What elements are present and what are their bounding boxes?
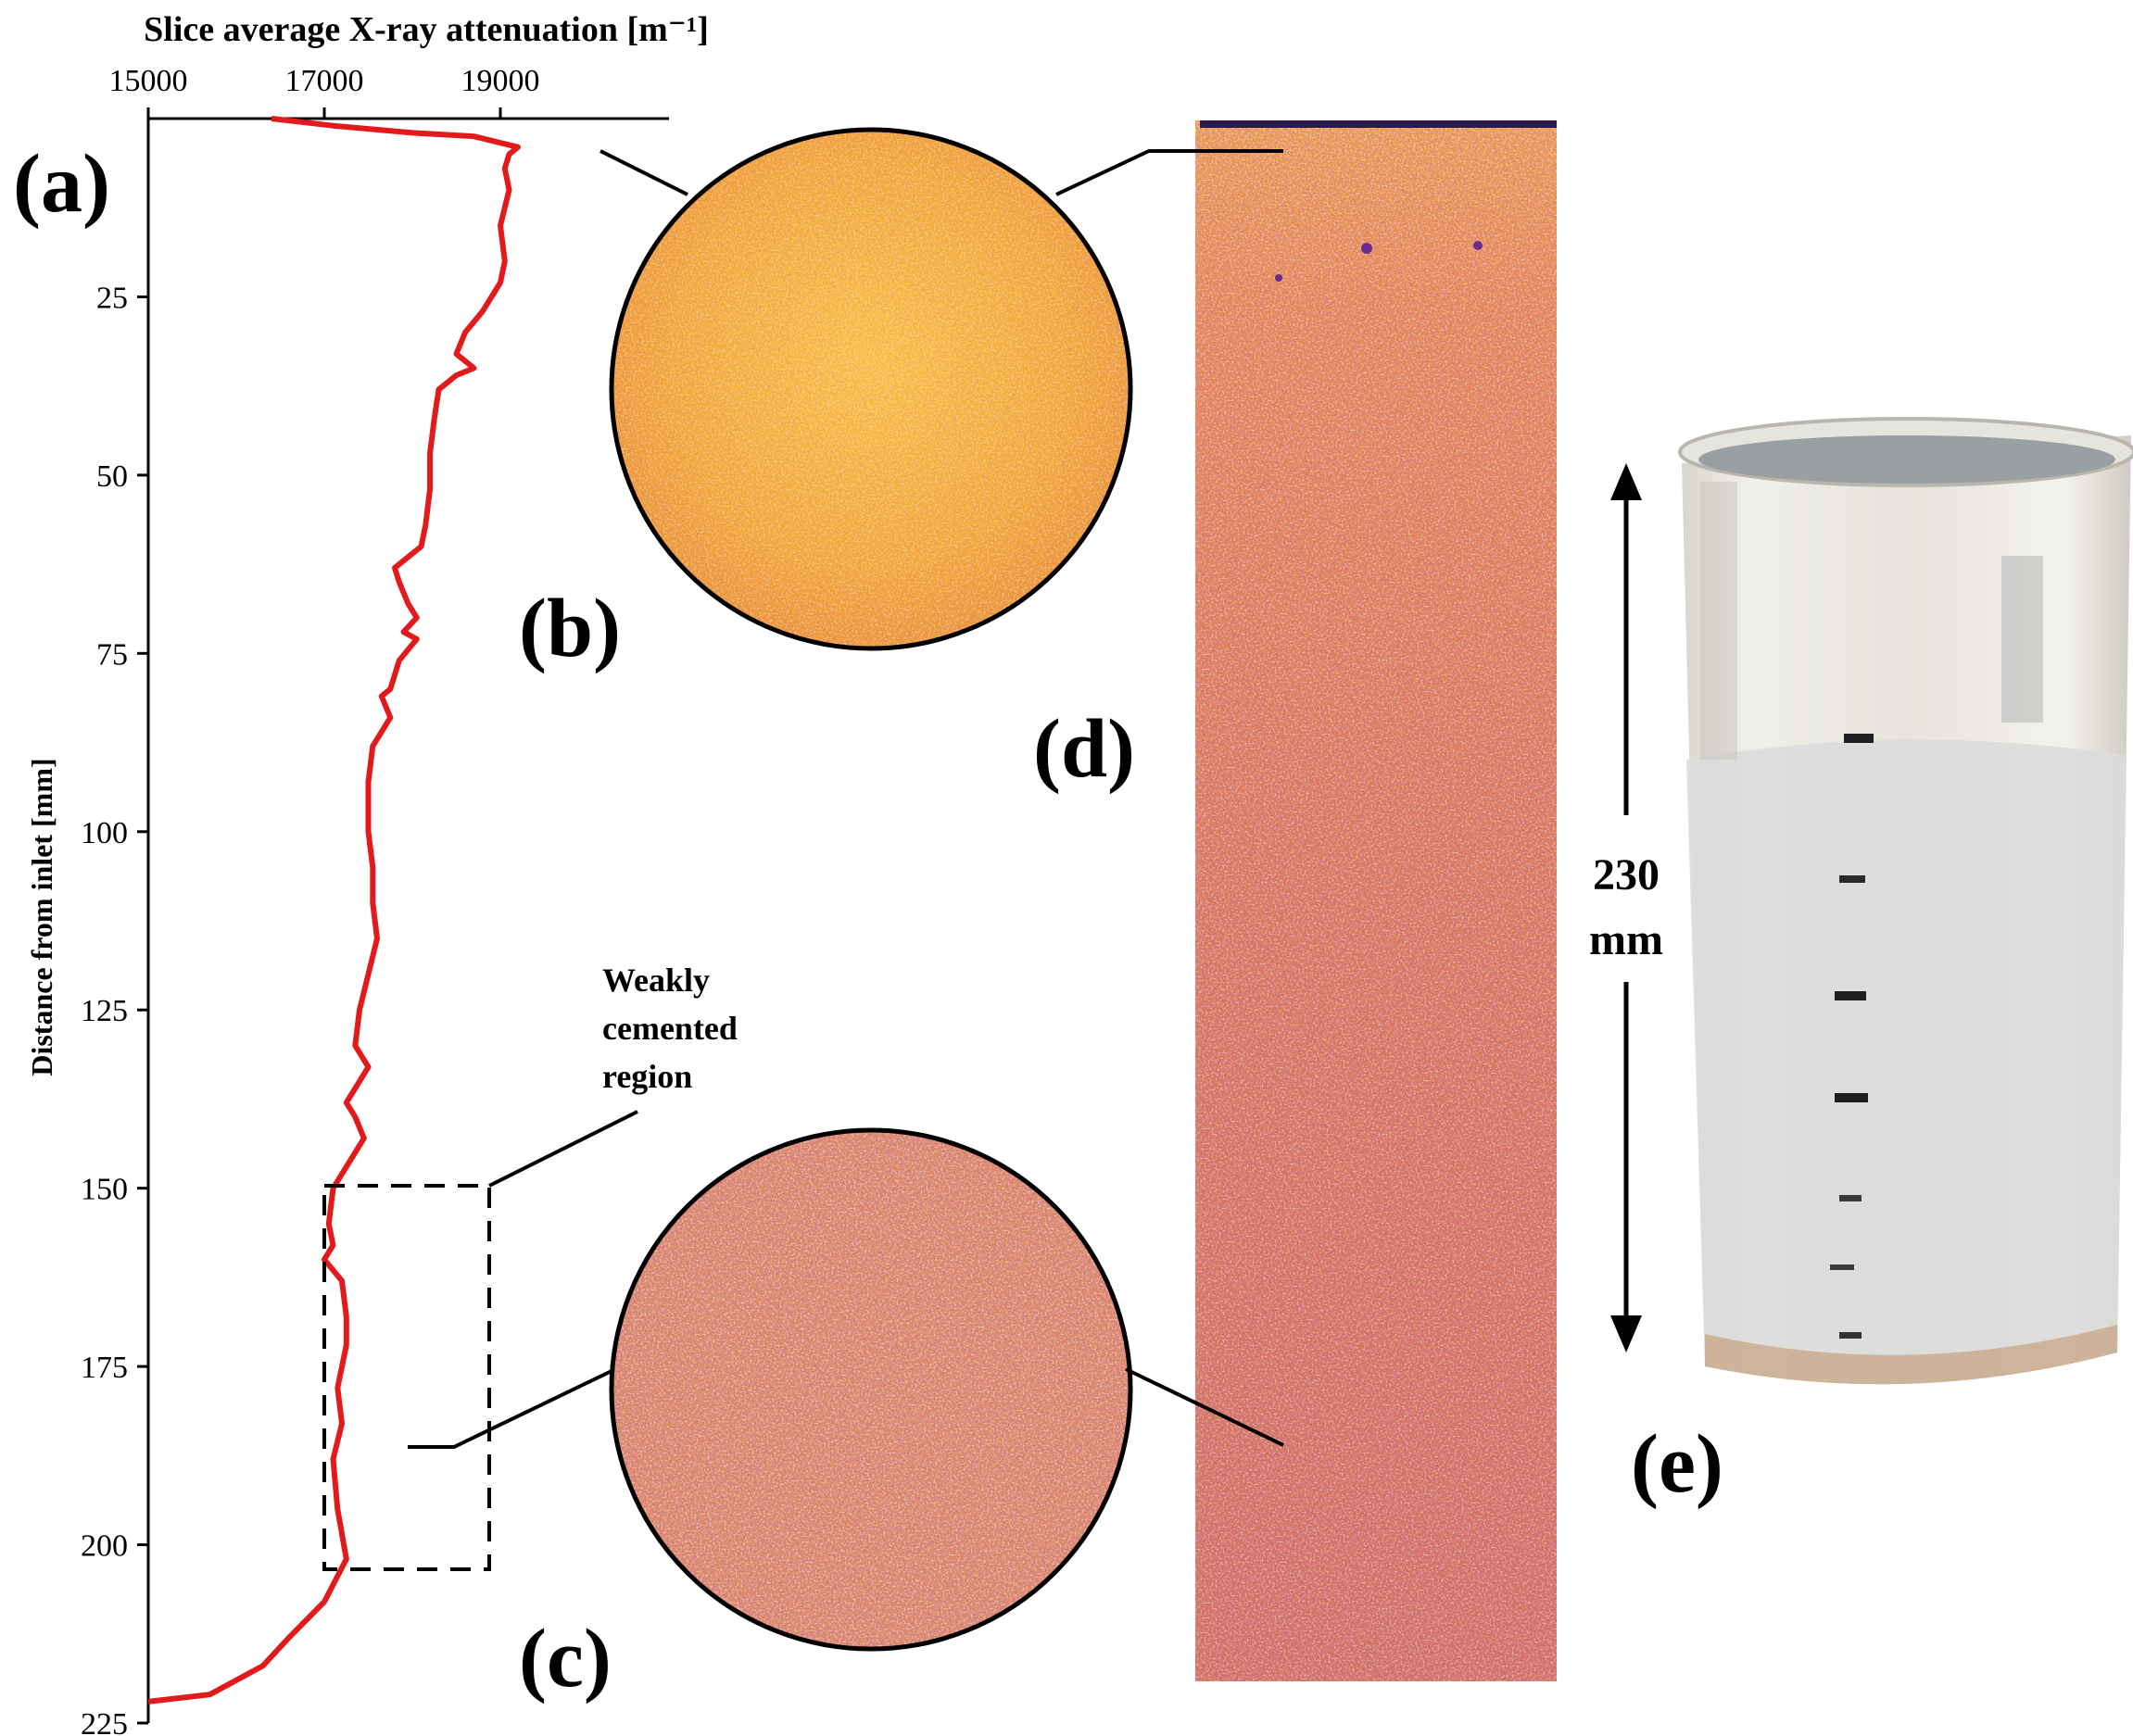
y-tick-label: 75 <box>96 637 128 672</box>
annotation-line-1: Weakly <box>602 962 710 999</box>
scale-unit: mm <box>1589 915 1663 964</box>
series-line-attenuation <box>147 116 521 1705</box>
annotation-line-3: region <box>602 1058 692 1095</box>
slice-c-leader-left <box>408 1369 612 1449</box>
y-tick-label: 125 <box>81 994 128 1028</box>
x-ticks: 15000 17000 19000 <box>109 64 540 119</box>
region-leader-line <box>488 1110 638 1188</box>
x-tick-label: 19000 <box>461 64 540 98</box>
panel-label-e: (e) <box>1631 1418 1723 1510</box>
y-tick-label: 150 <box>81 1173 128 1207</box>
y-axis-label: Distance from inlet [mm] <box>25 758 58 1076</box>
x-axis-label: Slice average X-ray attenuation [m⁻¹] <box>144 10 709 49</box>
y-tick-label: 25 <box>96 281 128 315</box>
y-tick-label: 200 <box>81 1529 128 1564</box>
column-xray-section-image <box>1195 120 1557 1681</box>
column-photo <box>1678 417 2133 1385</box>
attenuation-profile-chart: Slice average X-ray attenuation [m⁻¹] 15… <box>13 10 738 1736</box>
lower-slice-image <box>609 1127 1133 1652</box>
slice-c-leader-right <box>1125 1367 1284 1447</box>
scale-value: 230 <box>1593 850 1660 899</box>
y-tick-label: 225 <box>81 1707 128 1736</box>
panel-label-d: (d) <box>1033 703 1135 795</box>
panel-label-b: (b) <box>519 583 621 674</box>
panel-label-a: (a) <box>13 138 110 230</box>
y-tick-label: 100 <box>81 816 128 850</box>
weakly-cemented-region-box <box>322 1184 491 1571</box>
y-tick-label: 50 <box>96 459 128 494</box>
x-tick-label: 17000 <box>285 64 364 98</box>
annotation-line-2: cemented <box>602 1010 738 1047</box>
y-tick-label: 175 <box>81 1351 128 1385</box>
scale-arrow <box>1610 463 1642 1352</box>
y-ticks: 25 50 75 100 125 150 175 200 225 <box>81 281 148 1736</box>
slice-b-leader-right <box>1055 149 1283 196</box>
x-tick-label: 15000 <box>109 64 188 98</box>
panel-label-c: (c) <box>519 1613 612 1705</box>
slice-b-leader-left <box>600 149 688 196</box>
upper-slice-image <box>609 127 1133 651</box>
